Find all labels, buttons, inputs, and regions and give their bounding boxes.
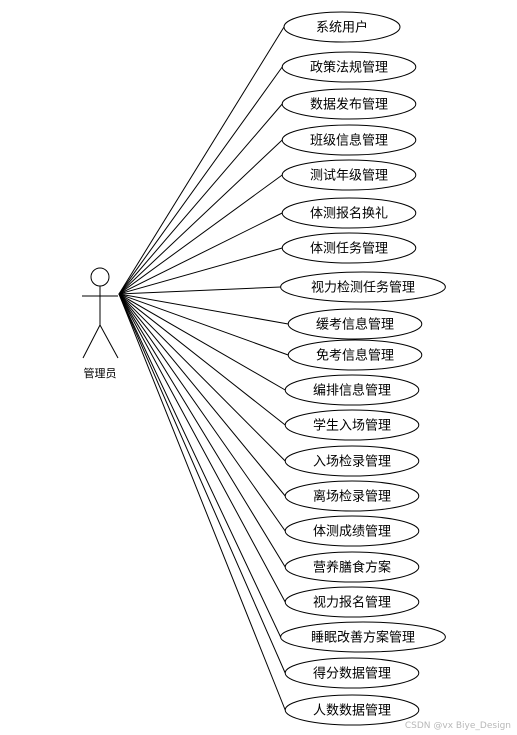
association-line bbox=[118, 293, 286, 426]
use-case-ellipse bbox=[281, 232, 417, 264]
association-line bbox=[118, 286, 281, 295]
association-line bbox=[118, 293, 286, 391]
use-case-ellipse bbox=[281, 159, 417, 191]
association-line bbox=[118, 26, 285, 295]
association-line bbox=[118, 212, 283, 295]
association-line bbox=[118, 174, 283, 295]
use-case-label: 政策法规管理 bbox=[310, 60, 388, 76]
use-case-label: 睡眠改善方案管理 bbox=[311, 630, 415, 646]
use-case: 体测任务管理 bbox=[281, 232, 417, 264]
use-case-label: 体测成绩管理 bbox=[313, 525, 391, 540]
use-case-ellipse bbox=[281, 124, 417, 156]
use-case-label: 体测任务管理 bbox=[310, 241, 388, 257]
use-case: 视力报名管理 bbox=[284, 586, 420, 618]
association-line bbox=[118, 293, 286, 497]
use-case-label: 视力检测任务管理 bbox=[311, 280, 415, 296]
use-case-label: 离场检录管理 bbox=[313, 489, 391, 505]
use-case: 测试年级管理 bbox=[281, 159, 417, 191]
use-case-ellipse bbox=[284, 657, 420, 689]
use-case-ellipse bbox=[284, 409, 420, 441]
actor-label: 管理员 bbox=[84, 366, 117, 380]
use-case: 视力检测任务管理 bbox=[280, 271, 446, 303]
association-line bbox=[118, 139, 283, 295]
use-case-ellipse bbox=[284, 480, 420, 512]
association-line bbox=[118, 103, 283, 295]
actor-figure: 管理员 bbox=[82, 267, 119, 380]
use-case-label: 体测报名换礼 bbox=[310, 206, 388, 222]
actor-head bbox=[90, 267, 110, 287]
use-case-ellipse bbox=[284, 445, 420, 477]
use-case-label: 学生入场管理 bbox=[313, 418, 391, 434]
use-case: 睡眠改善方案管理 bbox=[280, 621, 446, 653]
use-case-ellipse bbox=[284, 374, 420, 406]
use-case: 离场检录管理 bbox=[284, 480, 420, 512]
use-case: 人数数据管理 bbox=[284, 694, 420, 726]
use-case: 营养膳食方案 bbox=[284, 551, 420, 583]
use-case-label: 缓考信息管理 bbox=[316, 317, 394, 333]
association-line bbox=[118, 293, 286, 568]
association-line bbox=[118, 293, 282, 638]
use-case-ellipse bbox=[287, 308, 423, 340]
use-case: 体测成绩管理 bbox=[284, 515, 420, 547]
use-case: 得分数据管理 bbox=[284, 657, 420, 689]
use-case: 缓考信息管理 bbox=[287, 308, 423, 340]
use-case-label: 视力报名管理 bbox=[313, 595, 391, 611]
association-line bbox=[118, 293, 286, 674]
use-case: 系统用户 bbox=[283, 11, 401, 43]
use-case-list: 系统用户政策法规管理数据发布管理班级信息管理测试年级管理体测报名换礼体测任务管理… bbox=[280, 11, 446, 726]
use-case-label: 营养膳食方案 bbox=[313, 560, 391, 576]
use-case-ellipse bbox=[281, 197, 417, 229]
use-case: 班级信息管理 bbox=[281, 124, 417, 156]
use-case: 政策法规管理 bbox=[281, 51, 417, 83]
use-case-ellipse bbox=[283, 11, 401, 43]
use-case: 编排信息管理 bbox=[284, 374, 420, 406]
use-case-label: 编排信息管理 bbox=[313, 383, 391, 399]
use-case-ellipse bbox=[280, 621, 446, 653]
use-case: 学生入场管理 bbox=[284, 409, 420, 441]
use-case-ellipse bbox=[280, 271, 446, 303]
use-case-label: 系统用户 bbox=[316, 20, 368, 36]
association-line bbox=[118, 293, 286, 711]
use-case-ellipse bbox=[284, 551, 420, 583]
use-case-ellipse bbox=[284, 515, 420, 547]
use-case-ellipse bbox=[287, 339, 423, 371]
use-case-label: 入场检录管理 bbox=[313, 455, 391, 470]
association-line bbox=[118, 293, 286, 462]
use-case-ellipse bbox=[281, 88, 417, 120]
actor-left-leg bbox=[82, 324, 101, 359]
association-line bbox=[118, 293, 286, 603]
use-case-label: 测试年级管理 bbox=[310, 169, 388, 184]
association-line bbox=[118, 247, 283, 295]
use-case-label: 数据发布管理 bbox=[310, 97, 388, 113]
use-case-ellipse bbox=[284, 586, 420, 618]
use-case: 体测报名换礼 bbox=[281, 197, 417, 229]
watermark: CSDN @vx Biye_Design bbox=[404, 721, 511, 731]
association-line bbox=[118, 293, 286, 532]
use-case: 入场检录管理 bbox=[284, 445, 420, 477]
actor-right-leg bbox=[99, 324, 119, 359]
use-case-label: 得分数据管理 bbox=[313, 666, 391, 682]
association-line bbox=[118, 293, 289, 356]
use-case-label: 班级信息管理 bbox=[310, 133, 388, 149]
use-case-label: 免考信息管理 bbox=[316, 348, 394, 364]
use-case: 数据发布管理 bbox=[281, 88, 417, 120]
association-line bbox=[118, 66, 283, 295]
association-line bbox=[118, 293, 289, 325]
association-lines bbox=[118, 26, 289, 711]
use-case: 免考信息管理 bbox=[287, 339, 423, 371]
use-case-label: 人数数据管理 bbox=[313, 704, 391, 719]
use-case-ellipse bbox=[284, 694, 420, 726]
use-case-ellipse bbox=[281, 51, 417, 83]
